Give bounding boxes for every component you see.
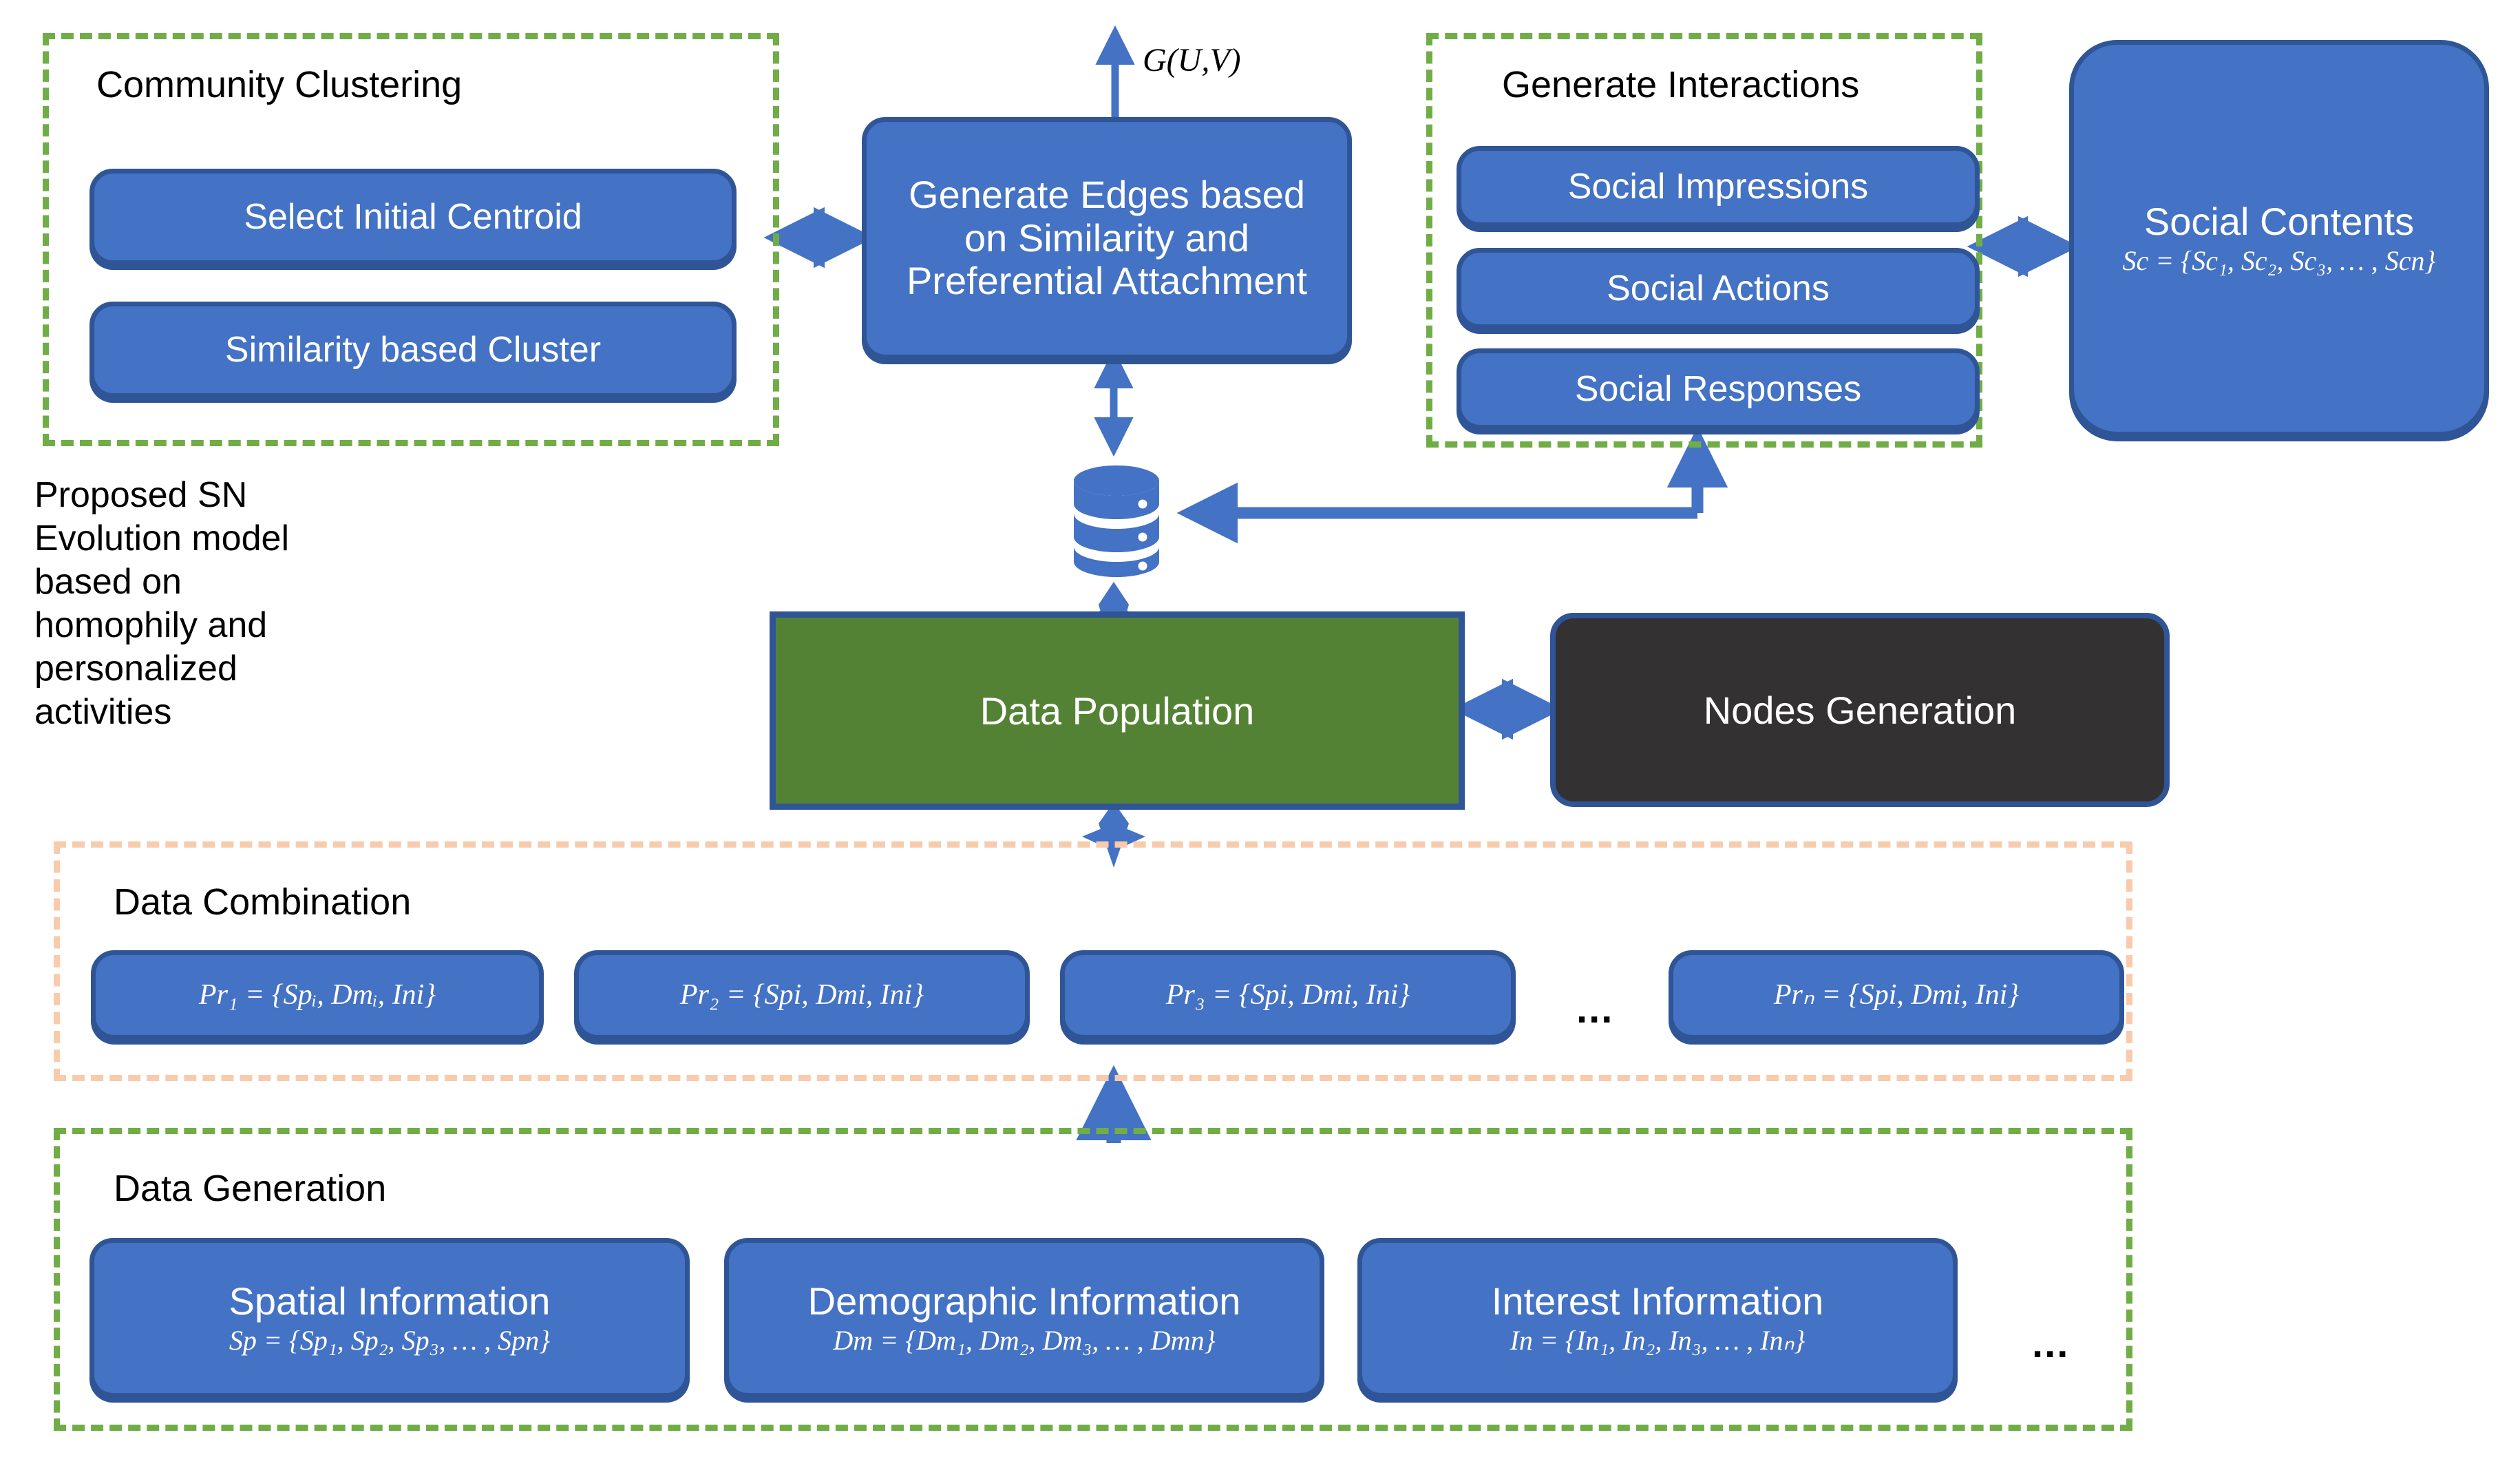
graph-output-label: G(U,V) — [1143, 42, 1241, 78]
box-social-actions[interactable]: Social Actions — [1457, 248, 1980, 329]
box-label: Demographic Information — [807, 1279, 1241, 1323]
box-label: Spatial Information — [229, 1279, 551, 1323]
box-label: Interest Information — [1491, 1279, 1824, 1323]
group-community-clustering — [43, 33, 779, 446]
database-icon — [1074, 465, 1159, 577]
box-formula: Pr₁ = {Spᵢ, Dmᵢ, Ini} — [198, 978, 436, 1011]
box-select-initial-centroid[interactable]: Select Initial Centroid — [89, 169, 737, 265]
box-interest-information[interactable]: Interest Information In = {In₁, In₂, In₃… — [1357, 1238, 1958, 1398]
box-similarity-based-cluster[interactable]: Similarity based Cluster — [89, 302, 737, 398]
box-generate-edges[interactable]: Generate Edges based on Similarity and P… — [862, 117, 1352, 359]
box-label: Social Responses — [1574, 368, 1862, 409]
box-formula: Pr₃ = {Spi, Dmi, Ini} — [1165, 978, 1410, 1011]
group-data-combination — [54, 841, 2132, 1081]
box-nodes-generation[interactable]: Nodes Generation — [1550, 613, 2170, 807]
box-spatial-information[interactable]: Spatial Information Sp = {Sp₁, Sp₂, Sp₃,… — [89, 1238, 690, 1398]
box-label: Generate Edges based on Similarity and P… — [906, 172, 1308, 303]
box-formula: Sc = {Sc₁, Sc₂, Sc₃, … , Scn} — [2122, 245, 2436, 277]
group-generate-interactions-title: Generate Interactions — [1502, 64, 1860, 105]
box-label: Select Initial Centroid — [244, 196, 582, 237]
box-formula: Dm = {Dm₁, Dm₂, Dm₃, … , Dmn} — [833, 1325, 1216, 1356]
group-data-combination-title: Data Combination — [114, 881, 412, 923]
box-label: Data Population — [980, 689, 1255, 733]
group-data-generation — [54, 1128, 2132, 1431]
box-social-contents[interactable]: Social Contents Sc = {Sc₁, Sc₂, Sc₃, … ,… — [2069, 40, 2489, 437]
box-formula: Prₙ = {Spi, Dmi, Ini} — [1773, 978, 2020, 1011]
group-generate-interactions — [1426, 33, 1982, 448]
box-formula: In = {In₁, In₂, In₃, … , Inₙ} — [1510, 1325, 1806, 1356]
box-formula: Pr₂ = {Spi, Dmi, Ini} — [679, 978, 924, 1011]
box-demographic-information[interactable]: Demographic Information Dm = {Dm₁, Dm₂, … — [724, 1238, 1324, 1398]
box-data-population[interactable]: Data Population — [770, 611, 1465, 810]
box-label: Nodes Generation — [1703, 688, 2017, 732]
box-prn[interactable]: Prₙ = {Spi, Dmi, Ini} — [1669, 950, 2124, 1040]
box-label: Social Actions — [1607, 268, 1830, 308]
box-pr2[interactable]: Pr₂ = {Spi, Dmi, Ini} — [574, 950, 1030, 1040]
box-label: Social Contents — [2143, 199, 2415, 243]
box-social-responses[interactable]: Social Responses — [1457, 348, 1980, 430]
box-pr1[interactable]: Pr₁ = {Spᵢ, Dmᵢ, Ini} — [91, 950, 544, 1040]
model-description-text: Proposed SN Evolution model based on hom… — [34, 475, 289, 732]
box-label: Social Impressions — [1567, 166, 1869, 207]
group-data-generation-title: Data Generation — [114, 1168, 387, 1209]
box-label: Similarity based Cluster — [224, 329, 602, 370]
box-social-impressions[interactable]: Social Impressions — [1457, 146, 1980, 227]
data-generation-ellipsis: ... — [2032, 1321, 2070, 1366]
data-combination-ellipsis: ... — [1576, 987, 1614, 1031]
group-community-clustering-title: Community Clustering — [96, 64, 463, 105]
arrow-responses-feedback — [1176, 426, 1728, 544]
box-pr3[interactable]: Pr₃ = {Spi, Dmi, Ini} — [1060, 950, 1516, 1040]
box-formula: Sp = {Sp₁, Sp₂, Sp₃, … , Spn} — [229, 1325, 551, 1356]
